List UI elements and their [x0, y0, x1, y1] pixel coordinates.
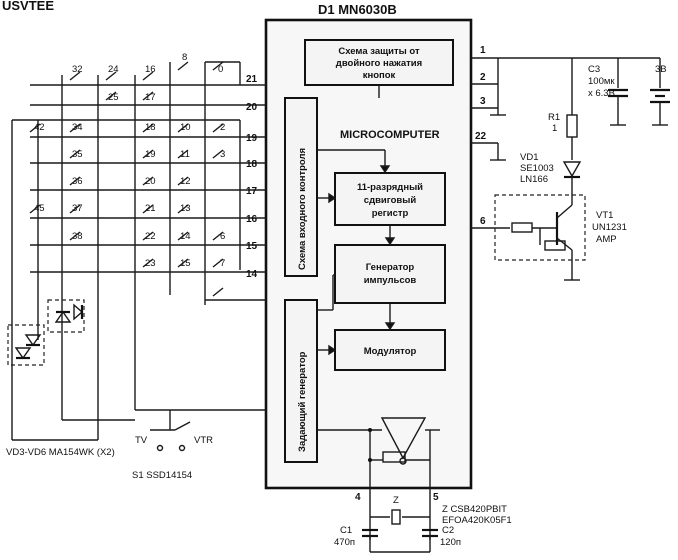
oscillator-crystal: [362, 488, 438, 553]
pulse-gen-line-2: импульсов: [364, 275, 417, 286]
right-circuit: [471, 57, 670, 281]
crystal-note-2: EFOA420K05F1: [442, 515, 512, 526]
shift-reg-line-3: регистр: [372, 208, 409, 219]
switch-vtr: VTR: [194, 435, 213, 446]
chip-name: D1 MN6030B: [318, 2, 397, 17]
protection-block: [304, 39, 454, 86]
key-35: 35: [72, 149, 83, 160]
key-45: 45: [34, 203, 45, 214]
key-7: 7: [220, 258, 225, 269]
key-32: 32: [72, 64, 83, 75]
key-switches: [29, 61, 224, 297]
key-34: 34: [72, 122, 83, 133]
vd1-alt: LN166: [520, 174, 548, 185]
key-37: 37: [72, 203, 83, 214]
pin-22: 22: [475, 131, 487, 142]
shift-reg-line-1: 11-разрядный: [357, 182, 423, 193]
crystal-note-1: Z CSB420PBIT: [442, 504, 507, 515]
key-20: 20: [145, 176, 156, 187]
key-17: 17: [145, 92, 156, 103]
key-23: 23: [145, 258, 156, 269]
key-38: 38: [72, 231, 83, 242]
key-8: 8: [182, 52, 187, 63]
pin-17: 17: [246, 186, 258, 197]
pin-21: 21: [246, 74, 258, 85]
input-control-block: [284, 97, 318, 277]
pin-2: 2: [480, 72, 486, 83]
inverter-amp: [317, 417, 440, 488]
pin-15: 15: [246, 241, 258, 252]
pin-6: 6: [480, 216, 486, 227]
header-fragment: USVTEE: [2, 0, 54, 13]
key-0: 0: [218, 64, 223, 75]
protection-line-1: Схема защиты от: [338, 46, 420, 57]
key-36: 36: [72, 176, 83, 187]
key-22: 22: [145, 231, 156, 242]
key-15: 15: [180, 258, 191, 269]
pin-18: 18: [246, 159, 258, 170]
microcomputer-label: MICROCOMPUTER: [340, 129, 440, 141]
c1-value: 470п: [334, 537, 355, 548]
protection-line-2: двойного нажатия: [336, 58, 422, 69]
key-19: 19: [145, 149, 156, 160]
vt1-part: UN1231: [592, 222, 627, 233]
master-osc-block: [284, 299, 318, 463]
key-16: 16: [145, 64, 156, 75]
pin-5: 5: [433, 492, 439, 503]
switch-tv: TV: [135, 435, 148, 446]
protection-line-3: кнопок: [363, 70, 396, 81]
pin-19: 19: [246, 133, 258, 144]
pin-1: 1: [480, 45, 486, 56]
key-14: 14: [180, 231, 191, 242]
key-25: 25: [108, 92, 119, 103]
input-control-label: Схема входного контроля: [297, 148, 308, 270]
shift-reg-line-2: сдвиговый: [364, 195, 417, 206]
modulator-label: Модулятор: [364, 346, 417, 357]
switch-name: S1 SSD14154: [132, 470, 192, 481]
key-3: 3: [220, 149, 225, 160]
pulse-gen-block: [334, 244, 446, 304]
key-2: 2: [220, 122, 225, 133]
r1-value: 1: [552, 123, 557, 134]
battery-label: 3В: [655, 64, 667, 75]
keypad-matrix: [11, 61, 266, 440]
key-labels: 32 24 16 8 0 25 17 42 34 18 10 2 35 19 1…: [34, 52, 225, 269]
key-42: 42: [34, 122, 45, 133]
vd1-name: VD1: [520, 152, 538, 163]
pin-16: 16: [246, 214, 258, 225]
key-24: 24: [108, 64, 119, 75]
key-6: 6: [220, 231, 225, 242]
key-13: 13: [180, 203, 191, 214]
c3-voltage: х 6.3В: [588, 88, 615, 99]
pin-4: 4: [355, 492, 361, 503]
c2-name: C2: [442, 525, 454, 536]
pin-14: 14: [246, 269, 258, 280]
crystal-z: Z: [393, 495, 399, 506]
c3-value: 100мк: [588, 76, 615, 87]
c3-name: C3: [588, 64, 600, 75]
key-10: 10: [180, 122, 191, 133]
key-21: 21: [145, 203, 156, 214]
diodes-label: VD3-VD6 MA154WK (X2): [6, 447, 115, 458]
pulse-gen-line-1: Генератор: [366, 262, 415, 273]
diode-pack: [7, 299, 135, 441]
pin-3: 3: [480, 96, 486, 107]
vd1-part: SE1003: [520, 163, 554, 174]
master-osc-label: Задающий генератор: [297, 351, 308, 452]
key-11: 11: [180, 149, 190, 160]
c1-name: C1: [340, 525, 352, 536]
vt1-name: VT1: [596, 210, 613, 221]
c2-value: 120п: [440, 537, 461, 548]
key-12: 12: [180, 176, 191, 187]
pin-20: 20: [246, 102, 258, 113]
internal-arrows: [317, 85, 396, 356]
key-18: 18: [145, 122, 156, 133]
vt1-note: AMP: [596, 234, 617, 245]
mode-switch[interactable]: [135, 409, 266, 452]
r1-name: R1: [548, 112, 560, 123]
